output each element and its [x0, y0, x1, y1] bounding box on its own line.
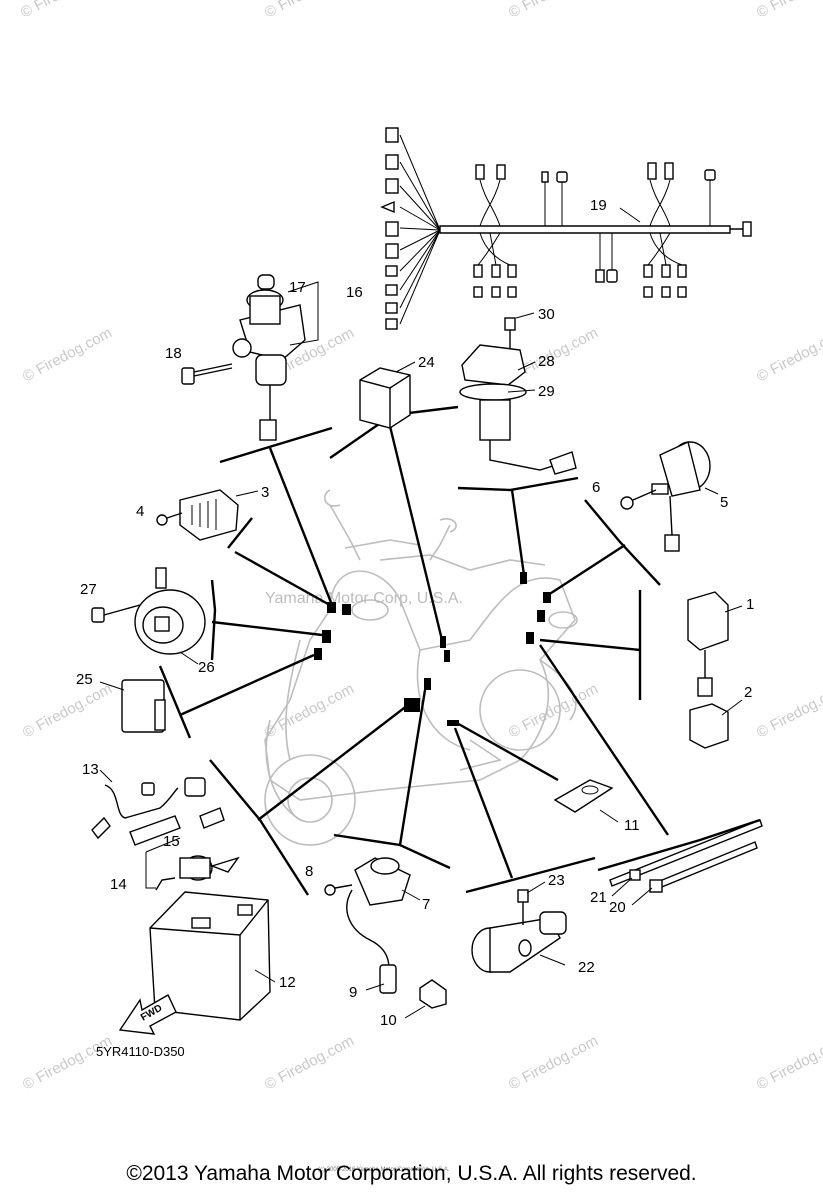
callout-26: 26	[198, 659, 215, 676]
main-switch	[181, 274, 319, 441]
center-watermark: Yamaha Motor Corp, U.S.A.	[265, 590, 463, 607]
callout-21: 21	[590, 889, 607, 906]
callout-27: 27	[80, 581, 97, 598]
callout-2: 2	[744, 684, 752, 701]
callout-12: 12	[279, 974, 296, 991]
callout-24: 24	[418, 354, 435, 371]
scooter-outline	[264, 489, 578, 846]
watermark-text: © Firedog.com	[262, 0, 357, 22]
watermark-text: © Firedog.com	[754, 1032, 823, 1093]
horn	[91, 567, 206, 665]
watermark-text: © Firedog.com	[506, 0, 601, 22]
callout-10: 10	[380, 1012, 397, 1029]
starter-relay	[620, 441, 719, 552]
watermark-text: © Firedog.com	[20, 1032, 115, 1093]
callout-7: 7	[422, 896, 430, 913]
callout-16: 16	[346, 284, 363, 301]
callout-30: 30	[538, 306, 555, 323]
tiny-copyright: (c) 2005-2016 Yamaha Motor Corporation, …	[318, 1167, 450, 1173]
lead-lines	[158, 405, 761, 896]
rectifier	[156, 489, 259, 541]
callout-5: 5	[720, 494, 728, 511]
callout-29: 29	[538, 383, 555, 400]
callout-labels: 1 2 3 4 5 6 7 8 9 10 11 12 13 14 15 16 1…	[76, 197, 754, 1029]
battery	[149, 891, 276, 1021]
relay-cover	[687, 591, 743, 749]
watermark-text: © Firedog.com	[754, 0, 823, 22]
callout-9: 9	[349, 984, 357, 1001]
callout-13: 13	[82, 761, 99, 778]
watermark-text: © Firedog.com	[506, 1032, 601, 1093]
watermark-text: © Firedog.com	[20, 680, 115, 741]
watermark-text: © Firedog.com	[754, 324, 823, 385]
callout-20: 20	[609, 899, 626, 916]
flasher-relay	[99, 679, 166, 733]
diagram-code: 5YR4110-D350	[96, 1044, 185, 1059]
watermark-text: © Firedog.com	[20, 324, 115, 385]
callout-19: 19	[590, 197, 607, 214]
relay-box	[359, 361, 416, 429]
callout-18: 18	[165, 345, 182, 362]
copyright-footer: ©2013 Yamaha Motor Corporation, U.S.A. A…	[126, 1162, 697, 1185]
lead-wire-parts	[91, 769, 240, 891]
callout-14: 14	[110, 876, 127, 893]
label-tag	[553, 779, 619, 823]
callout-25: 25	[76, 671, 93, 688]
watermark-text: © Firedog.com	[18, 0, 113, 22]
callout-3: 3	[261, 484, 269, 501]
callout-8: 8	[305, 863, 313, 880]
callout-17: 17	[289, 279, 306, 296]
watermark-text: © Firedog.com	[754, 680, 823, 741]
callout-28: 28	[538, 353, 555, 370]
watermark-text: © Firedog.com	[262, 1032, 357, 1093]
wire-harness	[380, 127, 752, 330]
watermark-text: © Firedog.com	[262, 680, 357, 741]
callout-6: 6	[592, 479, 600, 496]
pickup-coil	[471, 881, 567, 973]
fwd-arrow	[118, 994, 177, 1035]
ignition-coil	[324, 857, 447, 1019]
callout-23: 23	[548, 872, 565, 889]
mount-markers	[314, 572, 551, 726]
callout-1: 1	[746, 596, 754, 613]
callout-15: 15	[163, 833, 180, 850]
callout-11: 11	[624, 817, 640, 834]
callout-22: 22	[578, 959, 595, 976]
fuel-sender	[459, 312, 577, 475]
callout-4: 4	[136, 503, 144, 520]
cable-ties	[609, 819, 763, 906]
